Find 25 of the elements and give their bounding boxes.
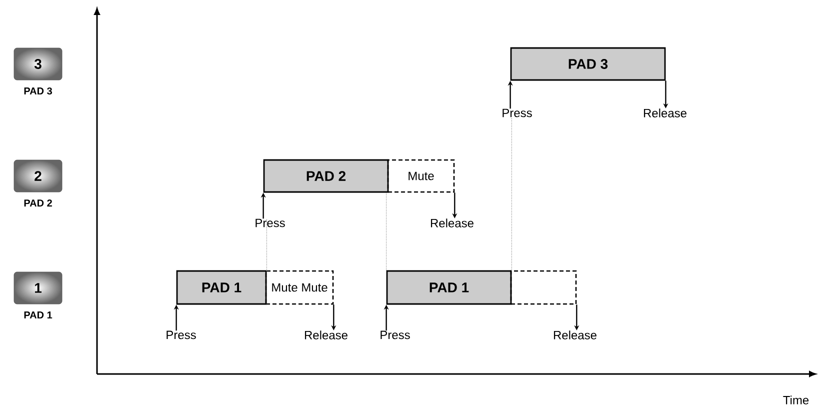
- pad-bar: PAD 1: [386, 270, 512, 305]
- pad-label: PAD 3: [24, 87, 52, 95]
- pad-bar: PAD 3: [510, 47, 666, 81]
- event-label: Press: [380, 330, 410, 340]
- guide-line: [386, 192, 387, 271]
- pad-label: PAD 1: [24, 312, 52, 318]
- pad-button: 3: [14, 48, 62, 80]
- event-label: Release: [430, 218, 474, 228]
- pad-bar: PAD 1: [176, 270, 267, 305]
- event-label: Release: [644, 108, 686, 118]
- guide-line: [511, 118, 512, 271]
- mute-box: Mute Mute: [265, 270, 334, 305]
- pad-bar: PAD 2: [263, 159, 389, 193]
- axis-label: Time: [783, 396, 809, 404]
- event-label: Press: [166, 330, 196, 340]
- pad-button: 1: [14, 272, 62, 304]
- event-label: Release: [304, 330, 348, 340]
- mute-box: Mute: [387, 159, 455, 193]
- mute-box: [510, 270, 577, 305]
- event-label: Press: [502, 108, 532, 118]
- event-label: Press: [256, 218, 285, 228]
- pad-button: 2: [14, 160, 62, 192]
- event-label: Release: [554, 330, 596, 340]
- guide-line: [266, 218, 267, 305]
- pad-label: PAD 2: [24, 200, 52, 206]
